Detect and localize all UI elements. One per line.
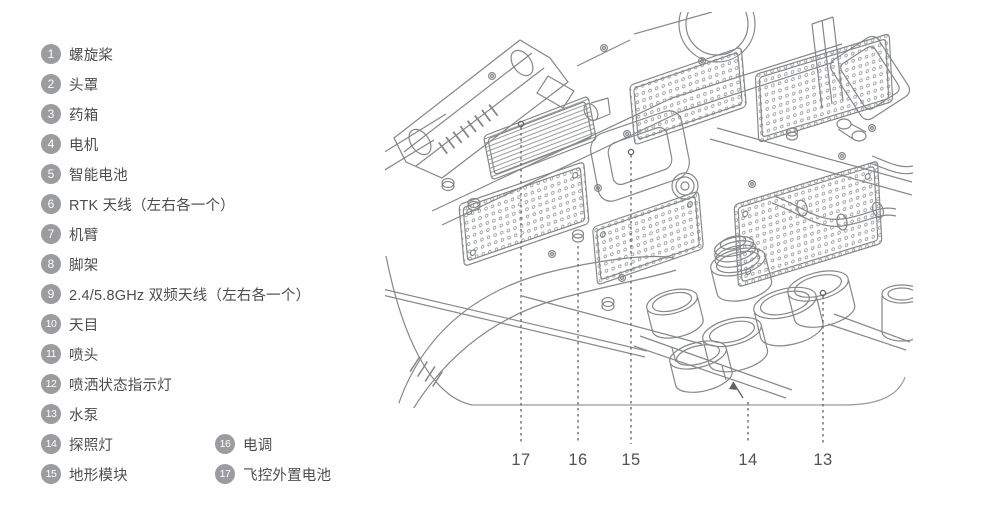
- part-item-7: 7 机臂: [41, 224, 310, 244]
- pump-cylinders: [633, 235, 913, 399]
- part-label: 地形模块: [69, 467, 128, 484]
- part-number-badge: 17: [215, 464, 235, 484]
- propeller-blade: [385, 255, 677, 408]
- line-art: [385, 12, 913, 408]
- callout-leader-14: [729, 381, 749, 444]
- part-label: 水泵: [69, 407, 99, 424]
- part-item-16: 16 电调: [215, 434, 331, 454]
- part-label: 药箱: [69, 107, 99, 124]
- callout-leader-15: [627, 148, 635, 444]
- part-label: 天目: [69, 317, 99, 334]
- part-number-badge: 7: [41, 224, 61, 244]
- part-item-13: 13 水泵: [41, 404, 310, 424]
- part-label: 飞控外置电池: [243, 467, 332, 484]
- part-number-badge: 14: [41, 434, 61, 454]
- part-item-17: 17 飞控外置电池: [215, 464, 331, 484]
- part-item-11: 11 喷头: [41, 344, 310, 364]
- part-number-badge: 1: [41, 44, 61, 64]
- part-item-8: 8 脚架: [41, 254, 310, 274]
- drone-arm: [393, 39, 611, 179]
- part-item-3: 3 药箱: [41, 104, 310, 124]
- part-label: 脚架: [69, 257, 99, 274]
- flight-controller-battery-box: [829, 35, 911, 142]
- part-item-10: 10 天目: [41, 314, 310, 334]
- callout-leaders: [517, 120, 827, 444]
- hoses: [771, 155, 913, 231]
- part-number-badge: 6: [41, 194, 61, 214]
- part-label: 探照灯: [69, 437, 114, 454]
- part-item-6: 6 RTK 天线（左右各一个）: [41, 194, 310, 214]
- callout-leader-13: [819, 289, 827, 444]
- heatsink-pads: [458, 33, 894, 287]
- part-number-badge: 15: [41, 464, 61, 484]
- part-item-5: 5 智能电池: [41, 164, 310, 184]
- part-label: 螺旋桨: [69, 47, 114, 64]
- part-number-badge: 3: [41, 104, 61, 124]
- part-number-badge: 12: [41, 374, 61, 394]
- part-label: RTK 天线（左右各一个）: [69, 197, 235, 214]
- part-number-badge: 16: [215, 434, 235, 454]
- part-item-4: 4 电机: [41, 134, 310, 154]
- drone-bottom-illustration: [385, 12, 913, 444]
- part-label: 机臂: [69, 227, 99, 244]
- part-label: 喷洒状态指示灯: [69, 377, 172, 394]
- part-number-badge: 13: [41, 404, 61, 424]
- parts-list-column-2: 16 电调 17 飞控外置电池: [215, 434, 331, 484]
- part-number-badge: 9: [41, 284, 61, 304]
- part-label: 智能电池: [69, 167, 128, 184]
- part-item-2: 2 头罩: [41, 74, 310, 94]
- part-label: 2.4/5.8GHz 双频天线（左右各一个）: [69, 287, 311, 304]
- part-item-9: 9 2.4/5.8GHz 双频天线（左右各一个）: [41, 284, 310, 304]
- part-number-badge: 10: [41, 314, 61, 334]
- terrain-module-plate: [590, 110, 690, 202]
- part-item-1: 1 螺旋桨: [41, 44, 310, 64]
- part-label: 头罩: [69, 77, 99, 94]
- part-number-badge: 8: [41, 254, 61, 274]
- part-label: 喷头: [69, 347, 99, 364]
- part-number-badge: 11: [41, 344, 61, 364]
- part-number-badge: 4: [41, 134, 61, 154]
- part-item-12: 12 喷洒状态指示灯: [41, 374, 310, 394]
- screws: [441, 43, 877, 312]
- part-number-badge: 5: [41, 164, 61, 184]
- part-label: 电机: [69, 137, 99, 154]
- part-label: 电调: [243, 437, 273, 454]
- part-item-15: 15 地形模块: [41, 464, 310, 484]
- part-item-14: 14 探照灯: [41, 434, 310, 454]
- part-number-badge: 2: [41, 74, 61, 94]
- callout-leader-17: [517, 120, 525, 444]
